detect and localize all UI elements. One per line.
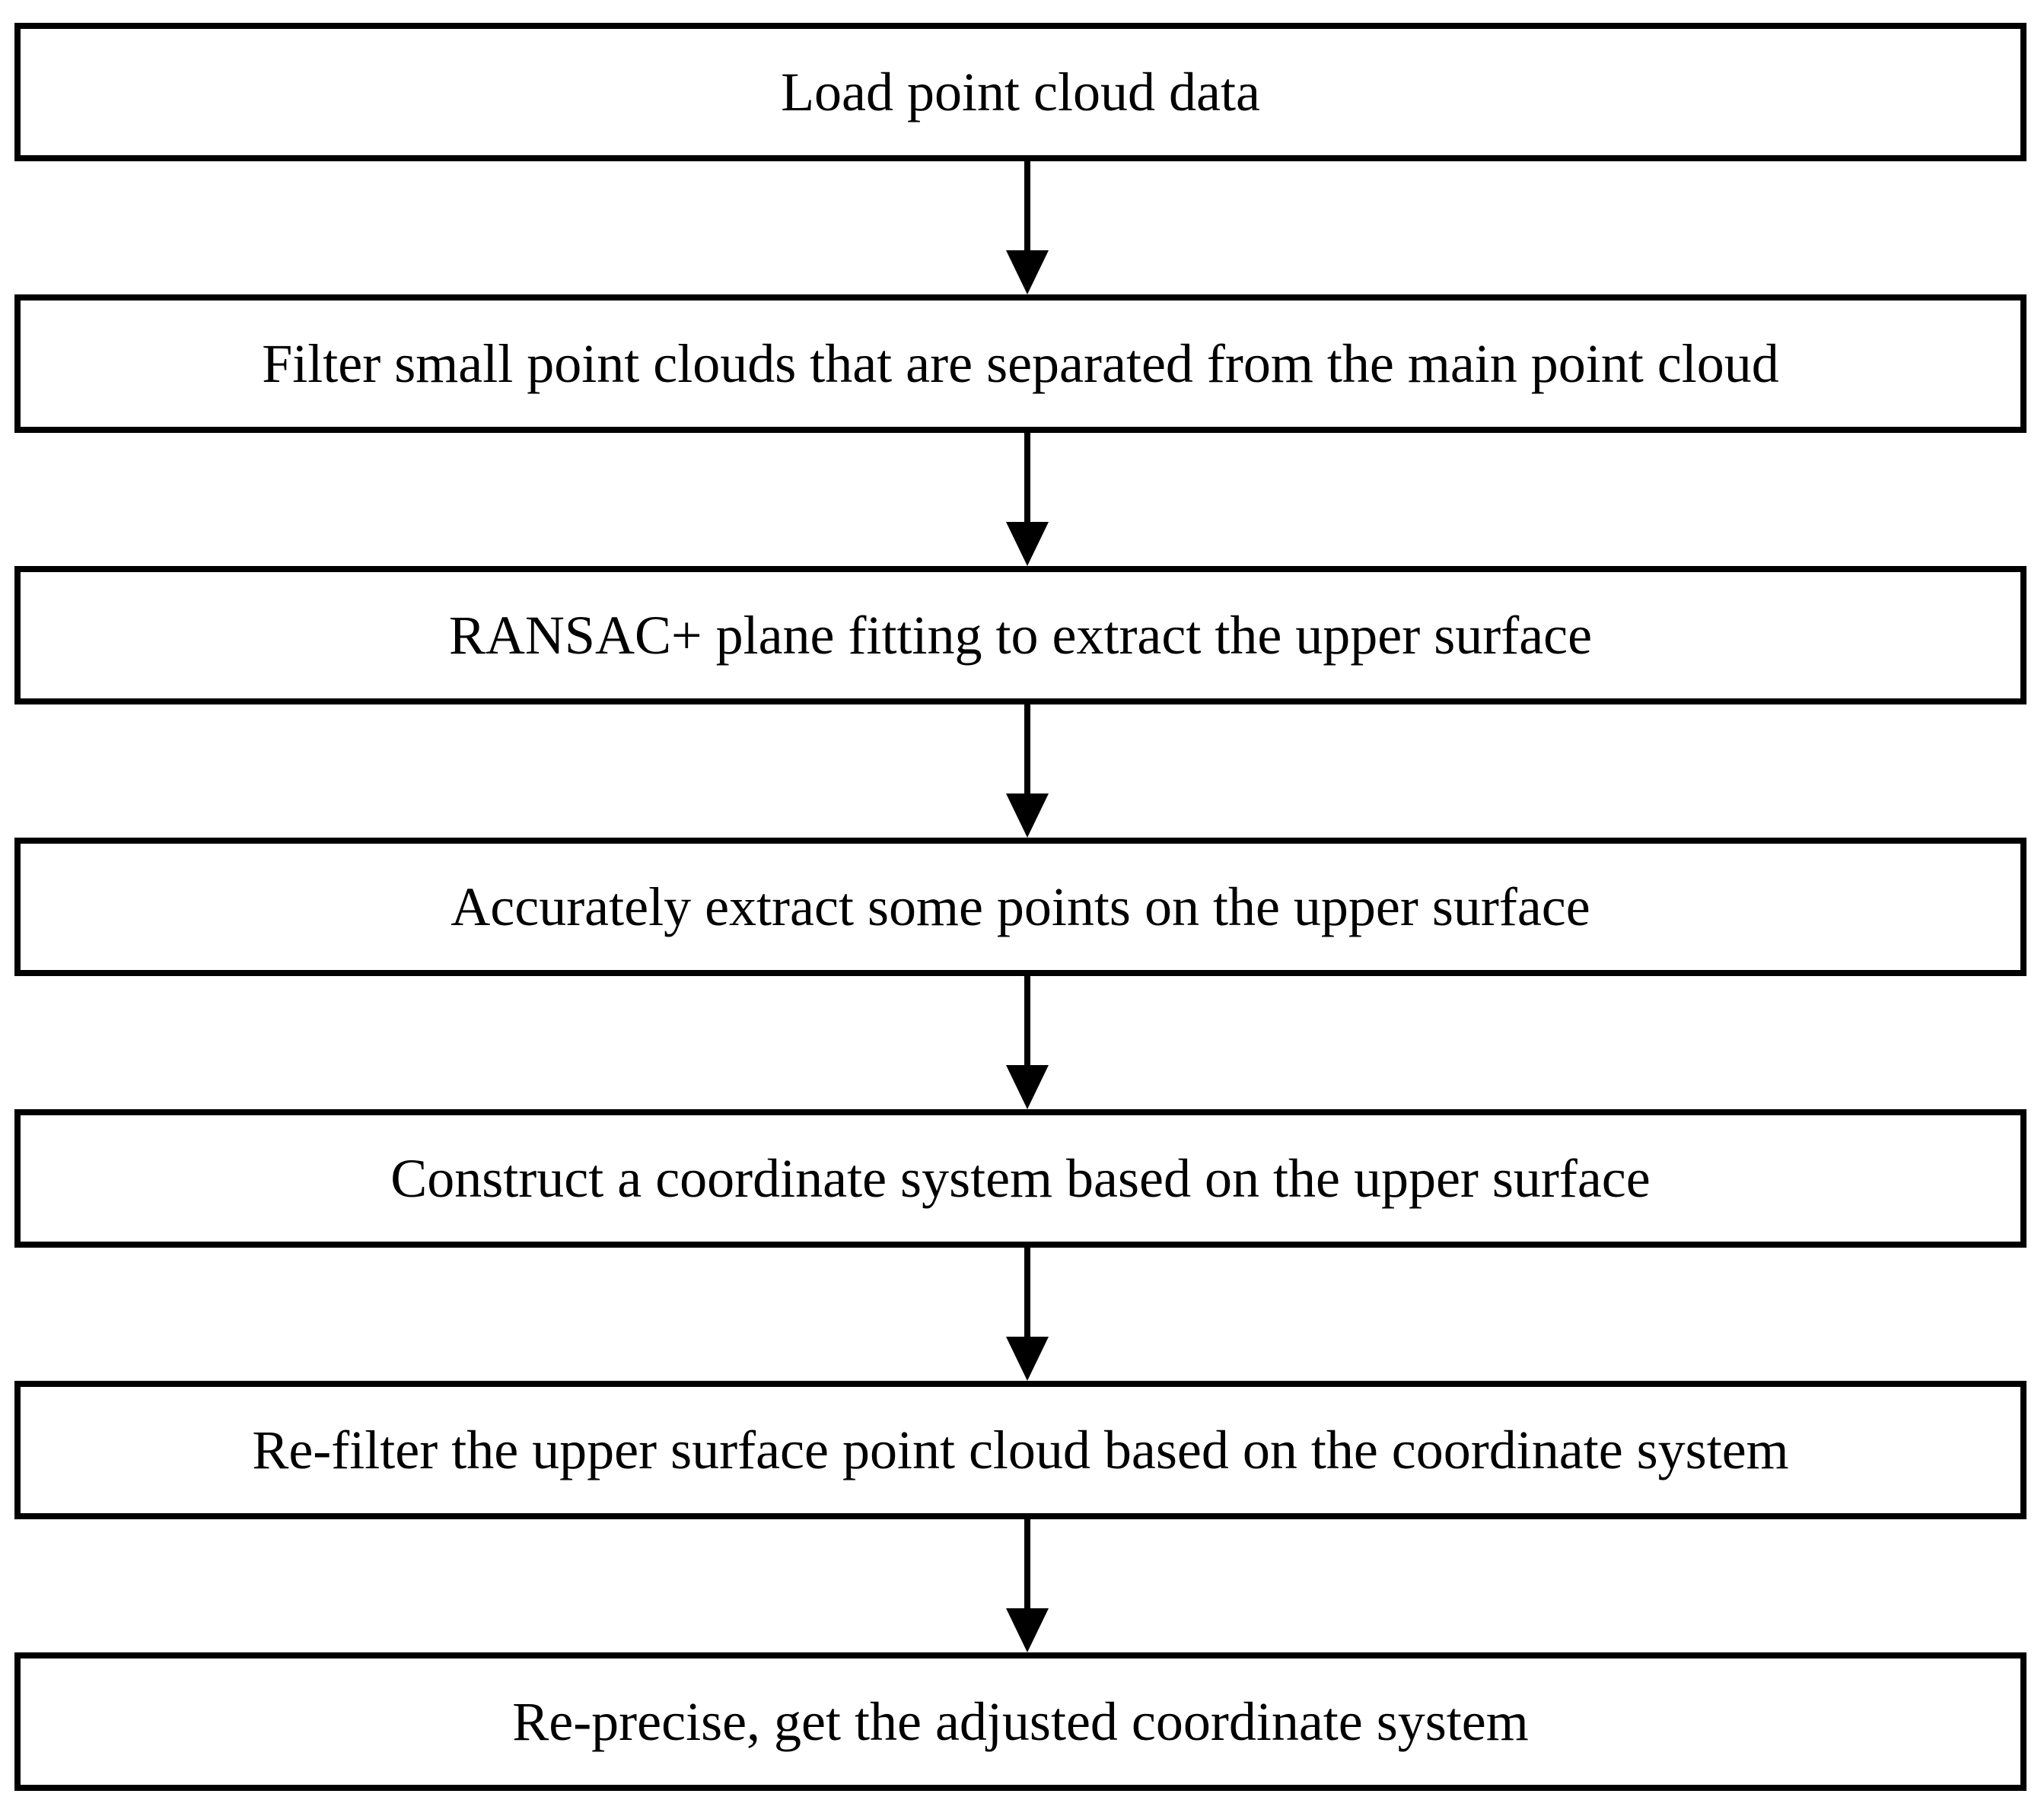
flow-step-refilter-upper-surface: Re-filter the upper surface point cloud … — [14, 1381, 2026, 1519]
flow-step-label: Re-filter the upper surface point cloud … — [252, 1420, 1789, 1480]
flow-step-reprecise-coordinate-system: Re-precise, get the adjusted coordinate … — [14, 1652, 2026, 1791]
arrow-head-icon — [1006, 1608, 1049, 1652]
flow-step-load-point-cloud: Load point cloud data — [14, 23, 2026, 161]
flow-step-ransac-plane-fitting: RANSAC+ plane fitting to extract the upp… — [14, 566, 2026, 704]
flow-step-label: Construct a coordinate system based on t… — [390, 1148, 1651, 1209]
arrow-stem — [1024, 1519, 1030, 1611]
flow-step-label: Filter small point clouds that are separ… — [262, 333, 1779, 394]
arrow-stem — [1024, 976, 1030, 1067]
arrow-head-icon — [1006, 1337, 1049, 1381]
arrow-head-icon — [1006, 1065, 1049, 1109]
down-arrow-icon — [14, 161, 2026, 294]
arrow-stem — [1024, 1248, 1030, 1339]
flow-step-construct-coordinate-system: Construct a coordinate system based on t… — [14, 1109, 2026, 1248]
arrow-head-icon — [1006, 793, 1049, 838]
arrow-stem — [1024, 433, 1030, 524]
down-arrow-icon — [14, 976, 2026, 1109]
arrow-head-icon — [1006, 250, 1049, 294]
flow-step-label: Re-precise, get the adjusted coordinate … — [512, 1691, 1529, 1752]
arrow-stem — [1024, 704, 1030, 796]
arrow-stem — [1024, 161, 1030, 253]
flow-step-label: Load point cloud data — [781, 62, 1260, 122]
point-cloud-processing-flowchart: Load point cloud data Filter small point… — [14, 23, 2026, 1791]
down-arrow-icon — [14, 1248, 2026, 1381]
flow-step-label: Accurately extract some points on the up… — [451, 876, 1590, 937]
flow-step-label: RANSAC+ plane fitting to extract the upp… — [448, 605, 1593, 666]
down-arrow-icon — [14, 433, 2026, 566]
flow-step-filter-small-clouds: Filter small point clouds that are separ… — [14, 294, 2026, 433]
arrow-head-icon — [1006, 522, 1049, 566]
down-arrow-icon — [14, 704, 2026, 838]
flow-step-extract-surface-points: Accurately extract some points on the up… — [14, 838, 2026, 976]
down-arrow-icon — [14, 1519, 2026, 1652]
